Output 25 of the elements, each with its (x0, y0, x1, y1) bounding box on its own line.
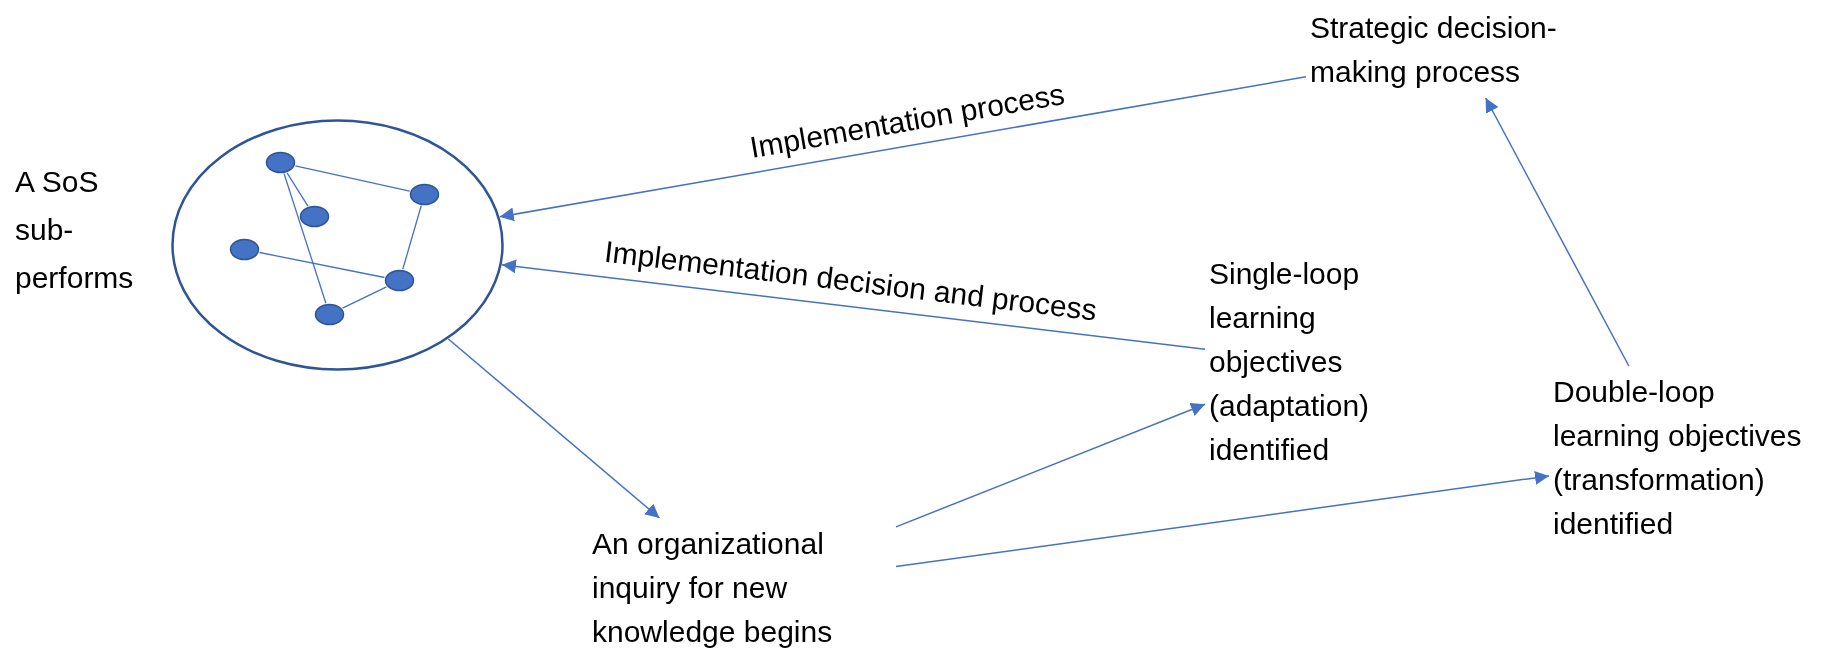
arrow (1484, 97, 1630, 367)
network-dot (299, 205, 330, 228)
system-circle (171, 119, 504, 371)
arrow (447, 338, 661, 519)
node-label: Single-loop learning objectives (adaptation) identified (1209, 256, 1371, 468)
arrow (895, 402, 1206, 528)
link-line (258, 251, 386, 279)
network-dot (314, 303, 345, 326)
node-label: Strategic decision-making process (1310, 10, 1558, 90)
link-line (286, 172, 309, 207)
arrow (499, 76, 1307, 222)
network-dot (265, 151, 296, 174)
arrow (501, 259, 1206, 350)
node-label: An organizational inquiry for new knowledge begins (592, 526, 834, 650)
side-label: A SoS sub-performs (15, 164, 135, 296)
network-dot (229, 238, 260, 261)
link-line (283, 173, 327, 304)
node-label: Double-loop learning objectives (transformation) identified (1553, 374, 1803, 542)
link-line (294, 165, 411, 192)
edge-label: Implementation decision and process (602, 233, 1099, 329)
network-dot (384, 269, 415, 292)
link-line (341, 286, 388, 309)
link-line (402, 205, 422, 270)
network-dot (409, 183, 440, 206)
arrow (895, 470, 1550, 568)
